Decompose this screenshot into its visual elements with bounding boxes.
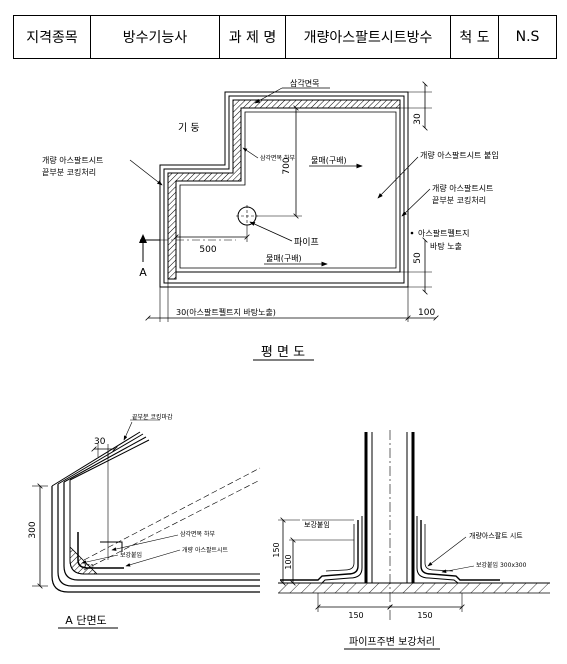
left-note-line1: 개량 아스팔트시트 xyxy=(42,155,103,165)
pipe-dim-150-left: 150 xyxy=(348,611,363,620)
section-reinforce-label: 보강붙임 xyxy=(120,551,142,559)
plan-title: 평 면 도 xyxy=(261,345,305,360)
section-sheet-label: 개량 아스팔트시트 xyxy=(182,546,229,554)
right-note-line1: 개량 아스팔트시트 xyxy=(432,183,493,193)
dim-30-right: 30 xyxy=(413,113,423,125)
sheet-attach-label: 개량 아스팔트시트 붙임 xyxy=(420,150,499,160)
dim-50-right: 50 xyxy=(413,252,423,264)
title-block-table: 지격종목 방수기능사 과 제 명 개량아스팔트시트방수 척 도 N.S xyxy=(13,15,557,59)
plan-outline-2 xyxy=(163,95,405,284)
column-label: 기 둥 xyxy=(178,122,200,134)
pipe-detail-ground xyxy=(278,583,550,593)
pipe-detail-view: 보강붙임 150 100 개량아스팔트 시트 보강붙임 300x300 150 … xyxy=(272,430,550,650)
task-value: 개량아스팔트시트방수 xyxy=(285,15,451,59)
section-dim-300: 300 xyxy=(28,521,38,538)
left-note-line2: 끝부분 코킹처리 xyxy=(42,167,96,177)
scale-value: N.S xyxy=(498,15,557,59)
felt-note-line2: 바탕 노출 xyxy=(430,241,462,251)
pipe-sheet-label: 개량아스팔트 시트 xyxy=(469,531,523,540)
field-value: 방수기능사 xyxy=(90,15,220,59)
field-label: 지격종목 xyxy=(13,15,91,59)
section-outer-layer xyxy=(51,486,260,593)
section-dim-30: 30 xyxy=(94,437,106,447)
pipe-dim-150-vert: 150 xyxy=(272,542,281,557)
slope-label-1: 물매(구배) xyxy=(311,156,347,165)
plan-inner-boundary-2 xyxy=(179,111,397,269)
cant-strip-bottom-label: 삼각면목 하부 xyxy=(260,154,296,162)
pipe-dim-150-right: 150 xyxy=(417,611,432,620)
pipe-reinforce-left: 보강붙임 xyxy=(304,520,330,529)
pipe-label: 파이프 xyxy=(294,237,319,248)
dim-100: 100 xyxy=(418,308,435,318)
pipe-dim-100-vert: 100 xyxy=(284,554,293,569)
section-dim-150: 150 xyxy=(84,564,94,570)
section-a-title: A 단면도 xyxy=(65,614,106,627)
section-cant-strip-label: 삼각면목 하부 xyxy=(180,530,216,538)
felt-note-line1: 아스팔트펠트지 xyxy=(418,228,470,238)
dim-700: 700 xyxy=(282,157,292,174)
section-a-view: 30 끝부분 코킹마감 300 삼각면목 하부 보강붙임 개량 아스팔트시트 1… xyxy=(28,413,261,629)
right-note-line2: 끝부분 코킹처리 xyxy=(432,195,486,205)
section-marker-a: A xyxy=(139,266,147,279)
dim-bottom-30: 30(아스팔트펠트지 바탕노출) xyxy=(176,307,276,317)
pipe-reinforce-right: 보강붙임 300x300 xyxy=(476,561,527,569)
dim-500: 500 xyxy=(199,245,216,255)
plan-view: 700 500 A 물매(구배) 물매(구배) 기 둥 삼각면목 삼각면목 하부… xyxy=(42,78,499,361)
cant-strip-label: 삼각면목 xyxy=(290,78,319,88)
slope-label-2: 물매(구배) xyxy=(266,254,302,263)
pipe-detail-title: 파이프주변 보강처리 xyxy=(349,636,435,648)
section-caulking-label: 끝부분 코킹마감 xyxy=(132,413,173,421)
